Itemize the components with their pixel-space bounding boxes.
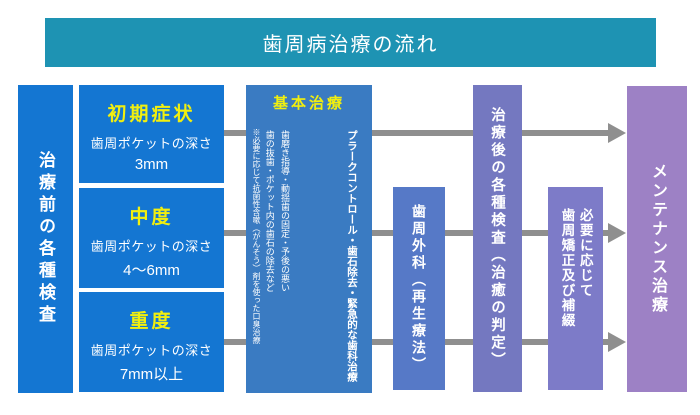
basic-treatment-detail-text: 歯磨き指導・動揺歯の固定・予後の悪い 歯の抜歯・ポケット内の歯石の除去など [261,130,292,388]
stage-depth: 4〜6mm [123,262,180,279]
basic-treatment-note-text: ※必要に応じて抗菌性含嗽（がんそう）剤を使った口臭治療 [252,128,261,344]
stage-desc: 歯周ポケットの深さ [90,239,213,254]
postcheck-label: 治療後の各種検査（治癒の判定） [489,107,505,370]
postcheck-box: 治療後の各種検査（治癒の判定） [473,85,522,392]
stage-desc: 歯周ポケットの深さ [90,136,213,151]
maintenance-label: メンテナンス治療 [649,163,666,315]
maintenance-box: メンテナンス治療 [627,86,687,392]
pretreatment-check-box: 治療前の各種検査 [18,85,73,393]
adjustment-line-1: 必要に応じて [577,208,593,298]
stage-depth: 7mm以上 [119,366,184,383]
basic-treatment-detail-line-2: 歯の抜歯・ポケット内の歯石の除去など [264,130,275,292]
arrow-head-icon-3 [608,332,626,352]
pretreatment-check-label: 治療前の各種検査 [36,151,55,327]
basic-treatment-box: 基本治療 プラークコントロール・歯石除去・緊急的な歯科治療 歯磨き指導・動揺歯の… [246,85,372,393]
stage-depth: 3mm [134,156,169,173]
surgery-box: 歯周外科（再生療法） [393,187,445,390]
arrow-head-icon-2 [608,223,626,243]
basic-treatment-detail-line-1: 歯磨き指導・動揺歯の固定・予後の悪い [280,130,290,292]
arrow-line-1 [224,130,610,136]
diagram-title: 歯周病治療の流れ [262,34,439,56]
arrow-head-icon-1 [608,123,626,143]
stage-name: 初期症状 [107,104,196,125]
adjustment-line-2: 歯周矯正及び補綴 [559,208,575,328]
stage-name: 中度 [129,207,174,228]
adjustment-box: 必要に応じて 歯周矯正及び補綴 [548,187,603,390]
stage-box-severe: 重度 歯周ポケットの深さ 7mm以上 [79,292,224,392]
stage-box-moderate: 中度 歯周ポケットの深さ 4〜6mm [79,188,224,288]
basic-treatment-main-text: プラークコントロール・歯石除去・緊急的な歯科治療 [346,130,358,382]
surgery-label: 歯周外科（再生療法） [411,203,427,374]
stage-name: 重度 [129,311,174,332]
title-bar: 歯周病治療の流れ [45,18,656,67]
stage-box-initial: 初期症状 歯周ポケットの深さ 3mm [79,85,224,183]
stage-desc: 歯周ポケットの深さ [90,343,213,358]
basic-treatment-header: 基本治療 [272,95,345,112]
adjustment-label: 必要に応じて 歯周矯正及び補綴 [557,208,593,328]
